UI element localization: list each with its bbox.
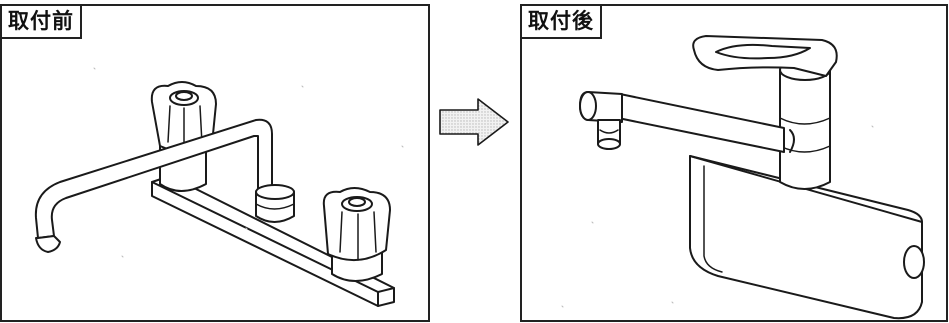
after-label: 取付後 (522, 6, 602, 39)
right-arrow-icon (439, 98, 509, 146)
single-lever-faucet-illustration (561, 35, 925, 320)
two-handle-faucet-illustration (34, 67, 404, 307)
before-label: 取付前 (2, 6, 82, 39)
before-installation-panel: 取付前 (0, 4, 430, 322)
after-installation-panel: 取付後 (520, 4, 948, 322)
